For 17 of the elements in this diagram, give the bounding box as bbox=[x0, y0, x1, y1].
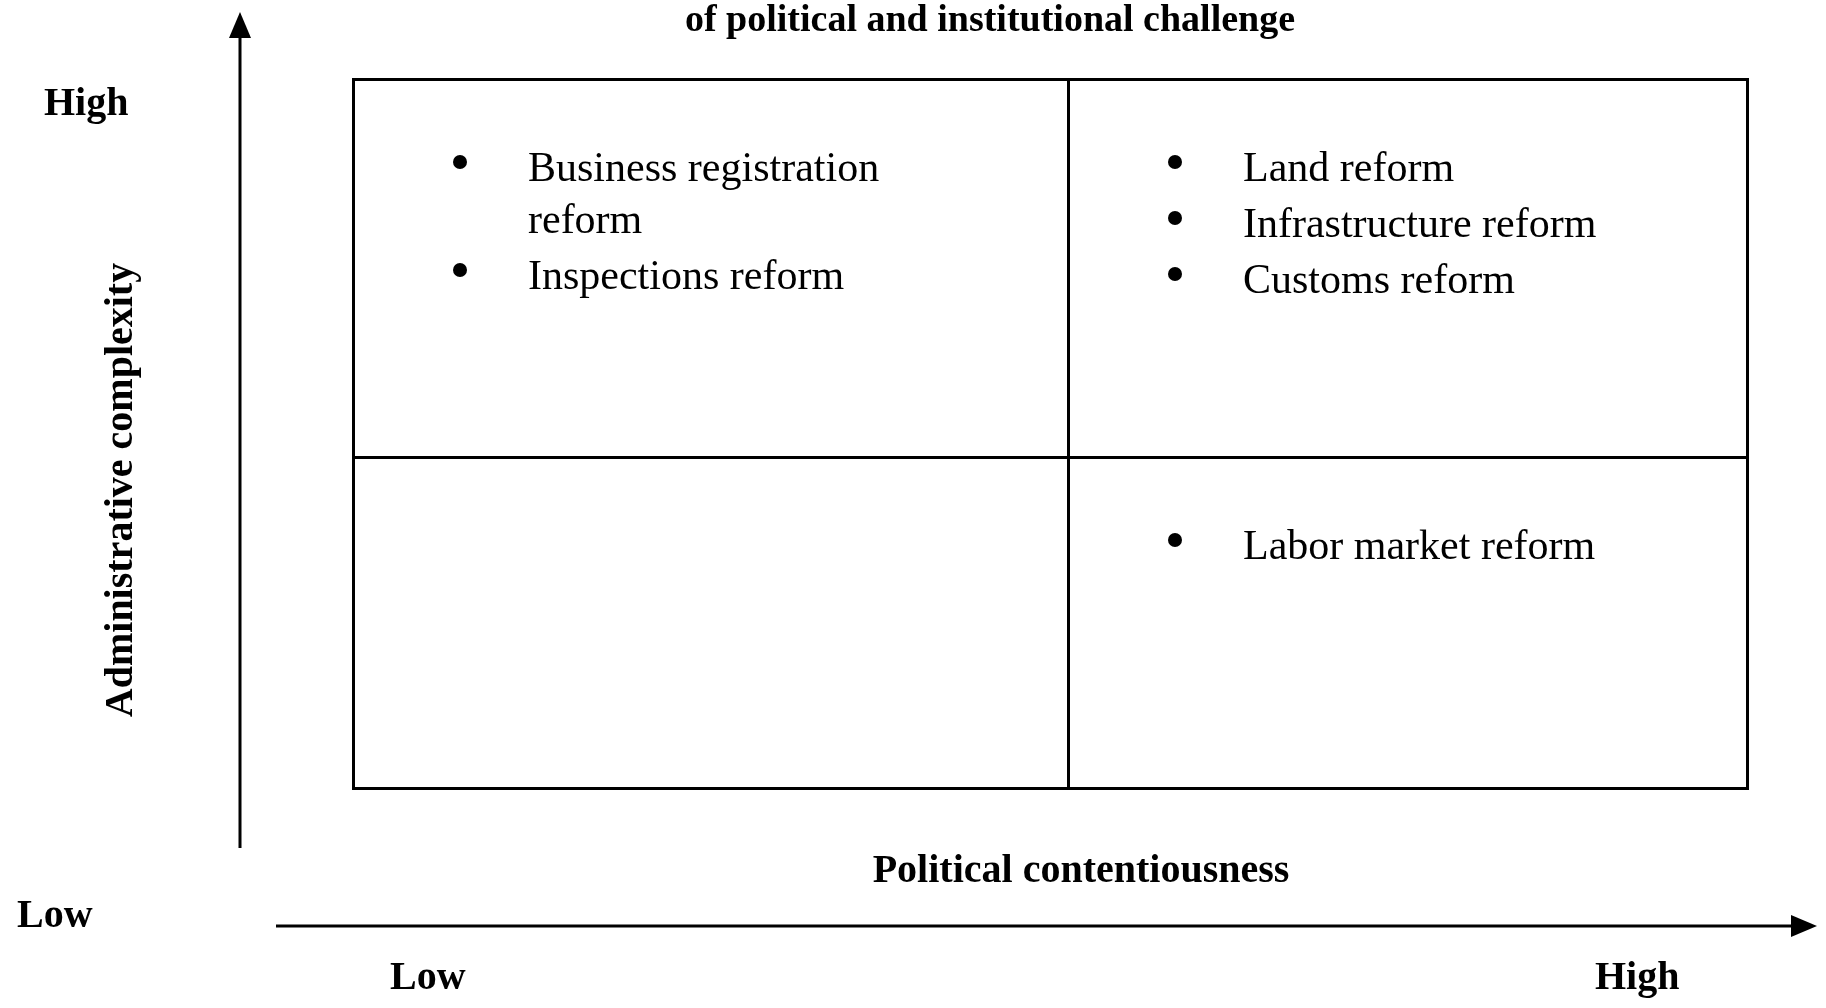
title: of political and institutional challenge bbox=[683, 0, 1297, 40]
list-item: Inspections reform bbox=[528, 251, 846, 300]
list-item: Infrastructure reform bbox=[1243, 199, 1598, 248]
list-item: Land reform bbox=[1243, 143, 1456, 192]
list-item: Customs reform bbox=[1243, 255, 1516, 304]
axis-title: Political contentiousness bbox=[872, 845, 1290, 892]
axis-tick-label: Low bbox=[390, 952, 466, 999]
quadrant-box bbox=[352, 456, 1070, 790]
list-item: Business registration reform bbox=[528, 143, 881, 244]
axis-tick-label: High bbox=[1595, 952, 1680, 999]
quadrant-box bbox=[1067, 78, 1749, 459]
list-item: Labor market reform bbox=[1243, 521, 1597, 570]
axis-tick-label: High bbox=[44, 78, 129, 125]
quadrant-box bbox=[352, 78, 1070, 459]
axis-title: Administrative complexity bbox=[94, 262, 142, 718]
axis-tick-label: Low bbox=[17, 890, 93, 937]
quadrant-box bbox=[1067, 456, 1749, 790]
